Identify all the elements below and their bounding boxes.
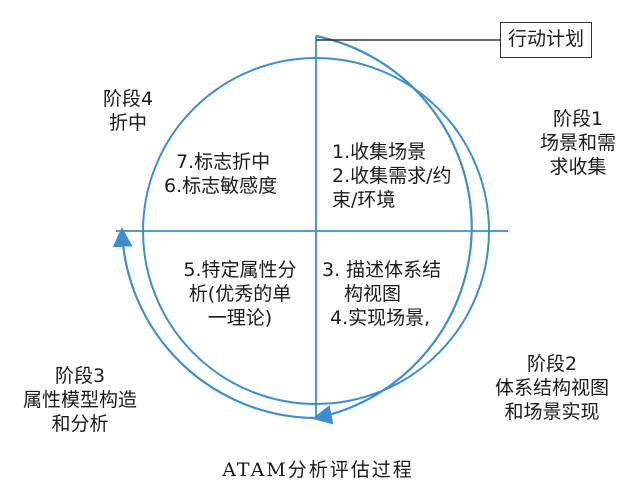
action-plan-box: 行动计划 xyxy=(500,22,592,58)
quadrant-bottom-left: 5.特定属性分 析(优秀的单 一理论) xyxy=(166,258,314,330)
step-7-text: 7.标志折中 xyxy=(176,151,271,173)
phase-2-line-3: 和场景实现 xyxy=(504,401,600,423)
phase-2-label: 阶段2 体系结构视图 和场景实现 xyxy=(484,352,620,424)
phase-4-label: 阶段4 折中 xyxy=(88,87,168,135)
step-6-text: 6.标志敏感度 xyxy=(164,175,278,197)
phase-3-line-3: 和分析 xyxy=(51,413,109,435)
phase-1-line-2: 场景和需 xyxy=(539,132,616,154)
phase-1-line-3: 求收集 xyxy=(549,156,607,178)
step-1-text: 1.收集场景 xyxy=(332,141,427,163)
phase-2-line-2: 体系结构视图 xyxy=(494,377,609,399)
step-2-text: 2.收集需求/约 xyxy=(332,165,452,187)
step-2-continued: 束/环境 xyxy=(332,189,396,211)
step-5-end: 一理论) xyxy=(207,307,273,329)
quadrant-top-right: 1.收集场景 2.收集需求/约 束/环境 xyxy=(332,140,452,212)
step-4-text: 4.实现场景, xyxy=(330,307,431,329)
quadrant-bottom-right: 3. 描述体系结 构视图 4.实现场景, xyxy=(322,258,441,330)
phase-1-label: 阶段1 场景和需 求收集 xyxy=(528,107,628,179)
outer-arrow-right xyxy=(312,34,473,425)
step-5-continued: 析(优秀的单 xyxy=(188,283,292,305)
phase-3-line-2: 属性模型构造 xyxy=(22,389,137,411)
phase-3-line-1: 阶段3 xyxy=(54,365,106,387)
outer-arrow-left xyxy=(112,227,317,420)
phase-3-label: 阶段3 属性模型构造 和分析 xyxy=(10,364,150,436)
step-3-text: 3. 描述体系结 xyxy=(322,259,442,281)
phase-1-line-1: 阶段1 xyxy=(552,108,604,130)
phase-2-line-1: 阶段2 xyxy=(526,353,578,375)
figure-caption: ATAM分析评估过程 xyxy=(222,459,414,481)
phase-4-line-1: 阶段4 xyxy=(102,88,154,110)
step-3-continued: 构视图 xyxy=(344,283,402,305)
step-5-text: 5.特定属性分 xyxy=(183,259,297,281)
quadrant-top-left: 7.标志折中 6.标志敏感度 xyxy=(164,150,277,198)
phase-4-line-2: 折中 xyxy=(108,112,147,134)
